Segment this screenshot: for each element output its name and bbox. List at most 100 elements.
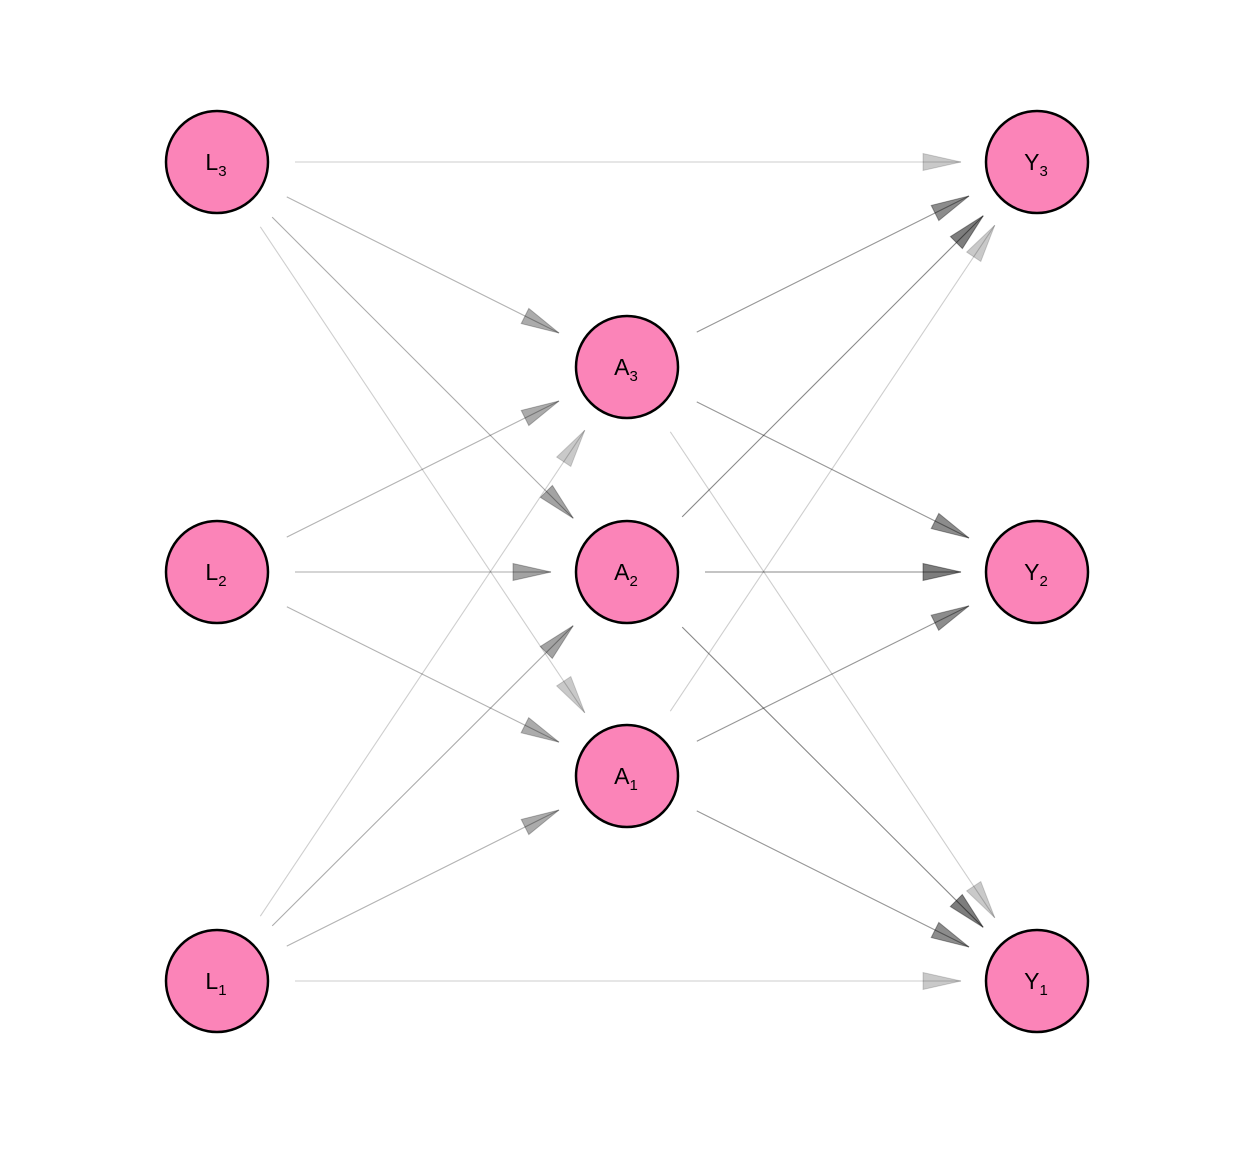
node-Y3: Y3 [984,109,1090,215]
arrowhead [555,675,586,714]
edge-line [696,605,970,742]
node-letter: A [614,559,630,585]
node-Y2: Y2 [984,519,1090,625]
arrowhead [930,921,970,948]
edge-A1-Y1 [696,810,970,948]
arrowhead [965,880,996,919]
node-A1: A1 [574,723,680,829]
node-index: 1 [630,777,638,794]
edge-L1-A1 [286,809,560,947]
edge-L1-A2 [271,625,574,927]
node-letter: Y [1024,968,1039,994]
arrowhead [520,400,560,427]
arrowhead [949,893,984,928]
node-index: 2 [218,573,226,590]
node-circle [574,723,680,829]
node-index: 3 [630,368,638,385]
node-index: 1 [1040,982,1048,999]
node-letter: L [205,559,218,585]
node-letter: Y [1024,149,1039,175]
node-circle [984,928,1090,1034]
node-A3: A3 [574,314,680,420]
node-letter: Y [1024,559,1039,585]
node-letter: A [614,354,630,380]
arrowhead [539,625,574,660]
node-label: A3 [614,354,638,385]
edge-L2-A1 [286,606,560,743]
edge-L3-A2 [271,216,574,519]
node-L2: L2 [164,519,270,625]
arrowhead [922,152,962,172]
arrowhead [520,809,560,836]
arrowhead [922,971,962,991]
edge-line [286,606,560,743]
node-index: 2 [630,573,638,590]
arrowhead [512,562,552,582]
node-index: 1 [218,982,226,999]
edge-L1-A3 [259,429,586,917]
edge-L3-A3 [286,196,560,334]
arrowhead [930,195,970,222]
node-index: 3 [218,163,226,180]
node-letter: L [205,968,218,994]
edge-L3-A1 [259,226,586,714]
edge-line [696,810,970,948]
node-label: L3 [205,149,226,180]
arrowhead [555,429,586,468]
edge-A2-Y2 [705,562,962,582]
node-letter: L [205,149,218,175]
arrowhead [930,512,970,539]
edge-L2-A2 [295,562,552,582]
node-label: L1 [205,968,226,999]
edge-line [696,195,970,333]
edge-A1-Y3 [669,224,996,712]
arrowhead [520,716,560,743]
node-Y1: Y1 [984,928,1090,1034]
arrowhead [949,215,984,250]
arrowhead [922,562,962,582]
node-label: Y2 [1024,559,1048,590]
edge-line [286,809,560,947]
node-label: A2 [614,559,638,590]
node-circle [164,109,270,215]
node-index: 2 [1040,573,1048,590]
edge-A3-Y3 [696,195,970,333]
edge-line [681,626,984,928]
node-circle [574,314,680,420]
node-L3: L3 [164,109,270,215]
node-letter: A [614,763,630,789]
edge-line [259,429,586,917]
node-circle [164,928,270,1034]
node-circle [574,519,680,625]
edge-line [696,401,970,539]
edge-line [286,400,560,538]
node-circle [164,519,270,625]
edge-L3-Y3 [295,152,962,172]
edge-A2-Y3 [681,215,984,518]
arrowhead [539,484,574,519]
arrowhead [520,307,560,334]
edge-line [669,431,996,919]
edge-A3-Y2 [696,401,970,539]
edge-line [669,224,996,712]
node-A2: A2 [574,519,680,625]
node-label: Y1 [1024,968,1048,999]
edge-line [259,226,586,714]
edge-A3-Y1 [669,431,996,919]
edge-line [271,625,574,927]
node-label: A1 [614,763,638,794]
arrowhead [930,605,970,632]
edges-layer [259,152,996,991]
edge-line [681,215,984,518]
edge-L2-A3 [286,400,560,538]
arrowhead [965,224,996,263]
node-index: 3 [1040,163,1048,180]
node-L1: L1 [164,928,270,1034]
edge-A2-Y1 [681,626,984,928]
edge-A1-Y2 [696,605,970,742]
edge-line [271,216,574,519]
edge-line [286,196,560,334]
node-label: L2 [205,559,226,590]
